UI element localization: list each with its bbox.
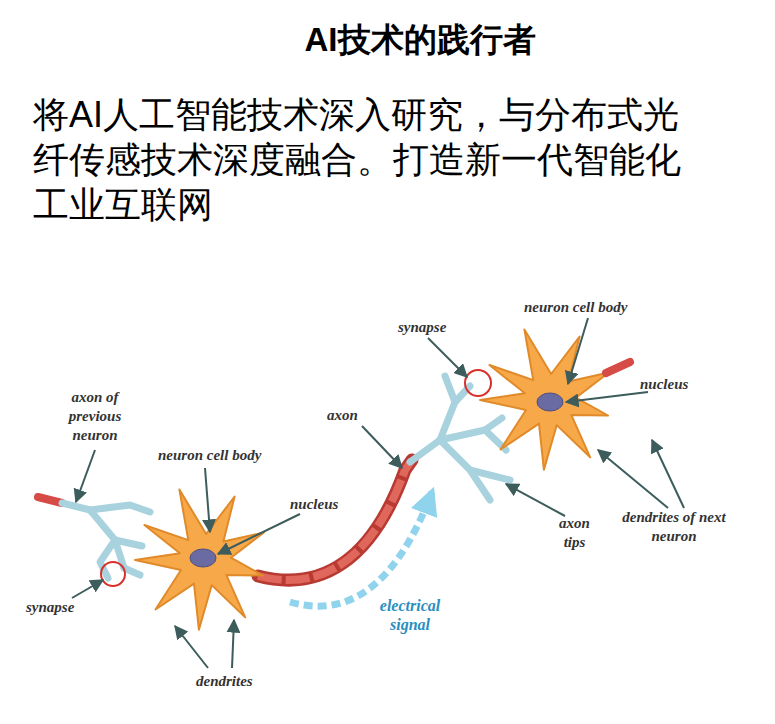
nucleus	[537, 393, 563, 411]
page-title: AI技术的践行者	[65, 18, 775, 63]
axon-stub	[38, 497, 62, 503]
part-label: synapse	[398, 318, 446, 337]
cell-body	[135, 490, 264, 630]
axon-branches	[62, 503, 150, 578]
part-label: neuron cell body	[524, 298, 627, 317]
signal-label: electrical signal	[368, 596, 452, 634]
part-label: synapse	[26, 598, 74, 617]
axon-stub	[606, 362, 630, 373]
previous-axon	[38, 497, 150, 578]
part-label: nucleus	[640, 375, 688, 394]
leader-lines	[72, 318, 684, 668]
part-label: axon	[327, 406, 358, 425]
axon-terminals	[410, 376, 510, 500]
part-label: dendrites	[196, 672, 253, 691]
synapse-circle	[101, 562, 125, 586]
nucleus	[190, 549, 216, 567]
part-label: neuron cell body	[158, 446, 261, 465]
part-label: axon tips	[552, 514, 597, 552]
axon	[258, 460, 412, 580]
intro-text: 将AI人工智能技术深入研究，与分布式光纤传感技术深度融合。打造新一代智能化工业互…	[33, 92, 713, 227]
part-label: axon of previous neuron	[55, 388, 135, 445]
part-label: dendrites of next neuron	[618, 508, 730, 546]
synapse-circle	[465, 370, 491, 396]
part-label: nucleus	[290, 495, 338, 514]
